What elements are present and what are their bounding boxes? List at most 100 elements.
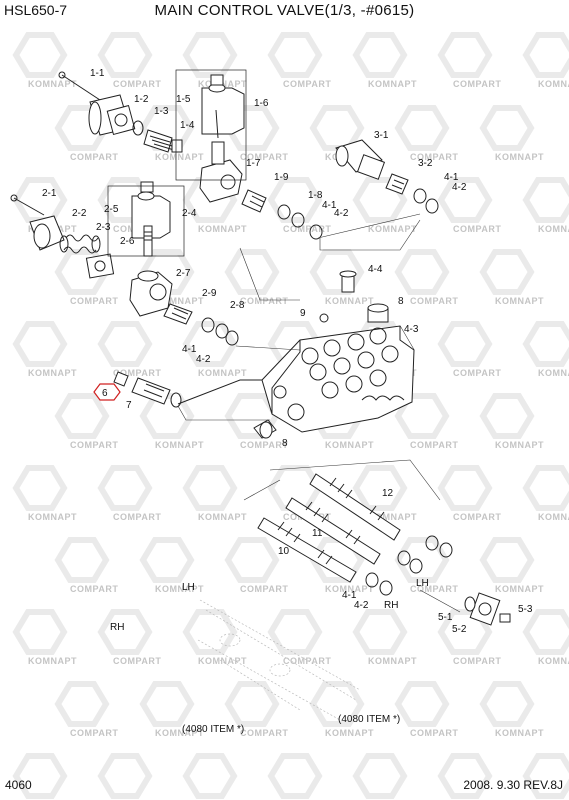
watermark-diamond	[267, 32, 323, 78]
label-2-7: 2-7	[176, 268, 191, 279]
watermark-diamond	[267, 753, 323, 799]
watermark-diamond	[224, 249, 280, 295]
watermark-text: KOMNAPT	[198, 224, 247, 234]
bolt-1-1	[58, 71, 66, 79]
watermark-diamond	[352, 177, 408, 223]
watermark-text: COMPART	[453, 512, 501, 522]
watermark-text: COMPART	[70, 584, 118, 594]
model-code: HSL650-7	[4, 2, 68, 18]
watermark-text: KOMNAPT	[495, 728, 544, 738]
watermark-diamond	[309, 105, 365, 151]
watermark-text: COMPART	[70, 296, 118, 306]
watermark-text: COMPART	[113, 656, 161, 666]
watermark-diamond	[522, 321, 569, 367]
label-5-1: 5-1	[438, 612, 453, 623]
watermark-diamond	[97, 465, 153, 511]
solenoid-group-1	[58, 69, 323, 240]
watermark-diamond	[309, 537, 365, 583]
watermark-diamond	[182, 321, 238, 367]
part-1-9-plug	[241, 189, 267, 213]
watermark-text: COMPART	[240, 584, 288, 594]
part-2-5-solenoid	[131, 181, 171, 239]
watermark-text: KOMNAPT	[28, 512, 77, 522]
part-4-seals-right	[413, 188, 439, 214]
label-12: 12	[382, 488, 394, 499]
part-6-7-group	[113, 371, 262, 408]
watermark-diamond	[479, 681, 535, 727]
label-4-2-b: 4-2	[334, 208, 349, 219]
watermark-diamond	[394, 537, 450, 583]
label-rh-right: RH	[384, 600, 398, 611]
watermark-diamond	[54, 681, 110, 727]
part-4-4-relief	[339, 270, 357, 293]
watermark-text: KOMNAPT	[368, 224, 417, 234]
watermark-text: KOMNAPT	[538, 79, 569, 89]
watermark-text: KOMNAPT	[495, 440, 544, 450]
part-2-3-spring	[59, 234, 101, 254]
part-1-4-valve	[143, 129, 183, 153]
watermark-diamond	[437, 321, 493, 367]
watermark-diamond	[12, 177, 68, 223]
part-5-3-bolt	[499, 613, 511, 623]
watermark-diamond	[394, 249, 450, 295]
label-2-5: 2-5	[104, 204, 119, 215]
part-2-2-housing	[29, 215, 65, 251]
watermark-diamond	[182, 465, 238, 511]
watermark-diamond	[394, 105, 450, 151]
watermark-text: KOMNAPT	[538, 512, 569, 522]
label-2-8: 2-8	[230, 300, 245, 311]
watermark-text: COMPART	[113, 79, 161, 89]
watermark-text: COMPART	[113, 512, 161, 522]
watermark-diamond	[437, 609, 493, 655]
watermark-diamond	[182, 609, 238, 655]
watermark-text: COMPART	[240, 728, 288, 738]
label-1-1: 1-1	[90, 68, 105, 79]
watermark-diamond	[437, 32, 493, 78]
label-5-3: 5-3	[518, 604, 533, 615]
watermark-text: KOMNAPT	[28, 79, 77, 89]
label-4-1-b: 4-1	[322, 200, 337, 211]
label-3-2: 3-2	[418, 158, 433, 169]
page-title: MAIN CONTROL VALVE(1/3, -#0615)	[154, 2, 415, 19]
watermark-text: KOMNAPT	[198, 368, 247, 378]
watermark-diamond	[224, 537, 280, 583]
label-1-7: 1-7	[246, 158, 261, 169]
watermark-diamond	[12, 321, 68, 367]
watermark-text: COMPART	[453, 656, 501, 666]
label-2-2: 2-2	[72, 208, 87, 219]
watermark-text: COMPART	[410, 296, 458, 306]
watermark-text: KOMNAPT	[198, 656, 247, 666]
watermark-diamond	[54, 537, 110, 583]
label-ref-left: (4080 ITEM *)	[182, 724, 244, 735]
label-2-6: 2-6	[120, 236, 135, 247]
label-4-4: 4-4	[368, 264, 383, 275]
watermark-diamond	[182, 753, 238, 799]
label-2-4: 2-4	[182, 208, 197, 219]
ref-ghost-assembly	[197, 599, 361, 721]
watermark-diamond	[309, 249, 365, 295]
label-5-2: 5-2	[452, 624, 467, 635]
watermark-text: KOMNAPT	[325, 584, 374, 594]
label-2-1: 2-1	[42, 188, 57, 199]
main-valve-body	[253, 270, 415, 439]
label-4-3: 4-3	[404, 324, 419, 335]
label-lh-right: LH	[416, 578, 429, 589]
watermark-diamond	[97, 321, 153, 367]
part-9-screw	[319, 313, 329, 323]
watermark-text: KOMNAPT	[368, 79, 417, 89]
part-labels: 1-1 1-2 1-3 1-4 1-5 1-6 1-7 1-8 1-9 2-1 …	[42, 68, 533, 735]
watermark-diamond	[267, 177, 323, 223]
page-number: 4060	[5, 778, 32, 792]
watermark-text: KOMNAPT	[325, 296, 374, 306]
part-1-7-body	[199, 141, 243, 203]
watermark-text: COMPART	[240, 152, 288, 162]
spool-group	[257, 473, 511, 626]
watermark-text: KOMNAPT	[538, 224, 569, 234]
label-10: 10	[278, 546, 290, 557]
label-8-b: 8	[282, 438, 288, 449]
watermark-text: KOMNAPT	[538, 368, 569, 378]
watermark-diamond	[437, 177, 493, 223]
watermark-diamond	[522, 32, 569, 78]
watermark-text: COMPART	[283, 224, 331, 234]
watermark-text: COMPART	[283, 79, 331, 89]
